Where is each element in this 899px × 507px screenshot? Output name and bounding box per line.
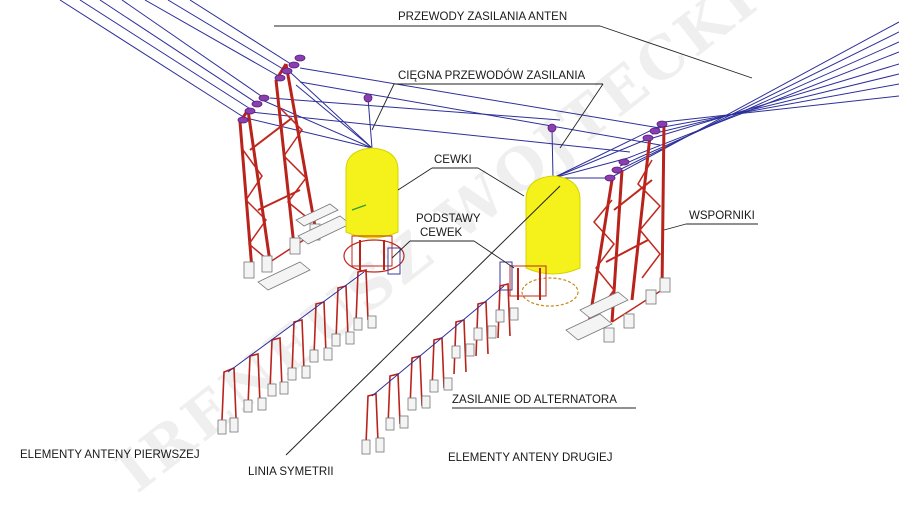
label-alternator-feed: ZASILANIE OD ALTERNATORA bbox=[452, 394, 617, 406]
coil-2 bbox=[525, 175, 581, 275]
label-supports: WSPORNIKI bbox=[689, 210, 755, 222]
label-coil-bases-line2: CEWEK bbox=[420, 227, 463, 239]
coil-2-base bbox=[499, 261, 579, 307]
label-supply-wires: PRZEWODY ZASILANIA ANTEN bbox=[398, 11, 567, 23]
label-antenna-two-elements: ELEMENTY ANTENY DRUGIEJ bbox=[448, 452, 612, 464]
leader-lines bbox=[274, 25, 758, 409]
supply-wires-left bbox=[59, 0, 295, 119]
left-footings bbox=[243, 203, 351, 291]
label-coil-bases-line1: PODSTAWY bbox=[416, 213, 481, 225]
label-antenna-one-elements: ELEMENTY ANTENY PIERWSZEJ bbox=[20, 449, 200, 461]
label-wire-tensioners: CIĘGNA PRZEWODÓW ZASILANIA bbox=[398, 69, 586, 82]
insulators bbox=[237, 54, 668, 182]
antenna-1-footings bbox=[217, 315, 377, 435]
coil-1-base bbox=[343, 235, 405, 275]
right-footings bbox=[565, 277, 671, 343]
symmetry-line bbox=[285, 185, 561, 456]
right-masts bbox=[586, 121, 666, 331]
antenna-2-footings bbox=[361, 307, 519, 455]
coil-1 bbox=[345, 147, 399, 239]
label-symmetry-line: LINIA SYMETRII bbox=[248, 466, 334, 478]
antenna-1-elements bbox=[221, 268, 369, 421]
label-coils: CEWKI bbox=[434, 154, 472, 166]
labels: PRZEWODY ZASILANIA ANTEN CIĘGNA PRZEWODÓ… bbox=[20, 11, 755, 478]
